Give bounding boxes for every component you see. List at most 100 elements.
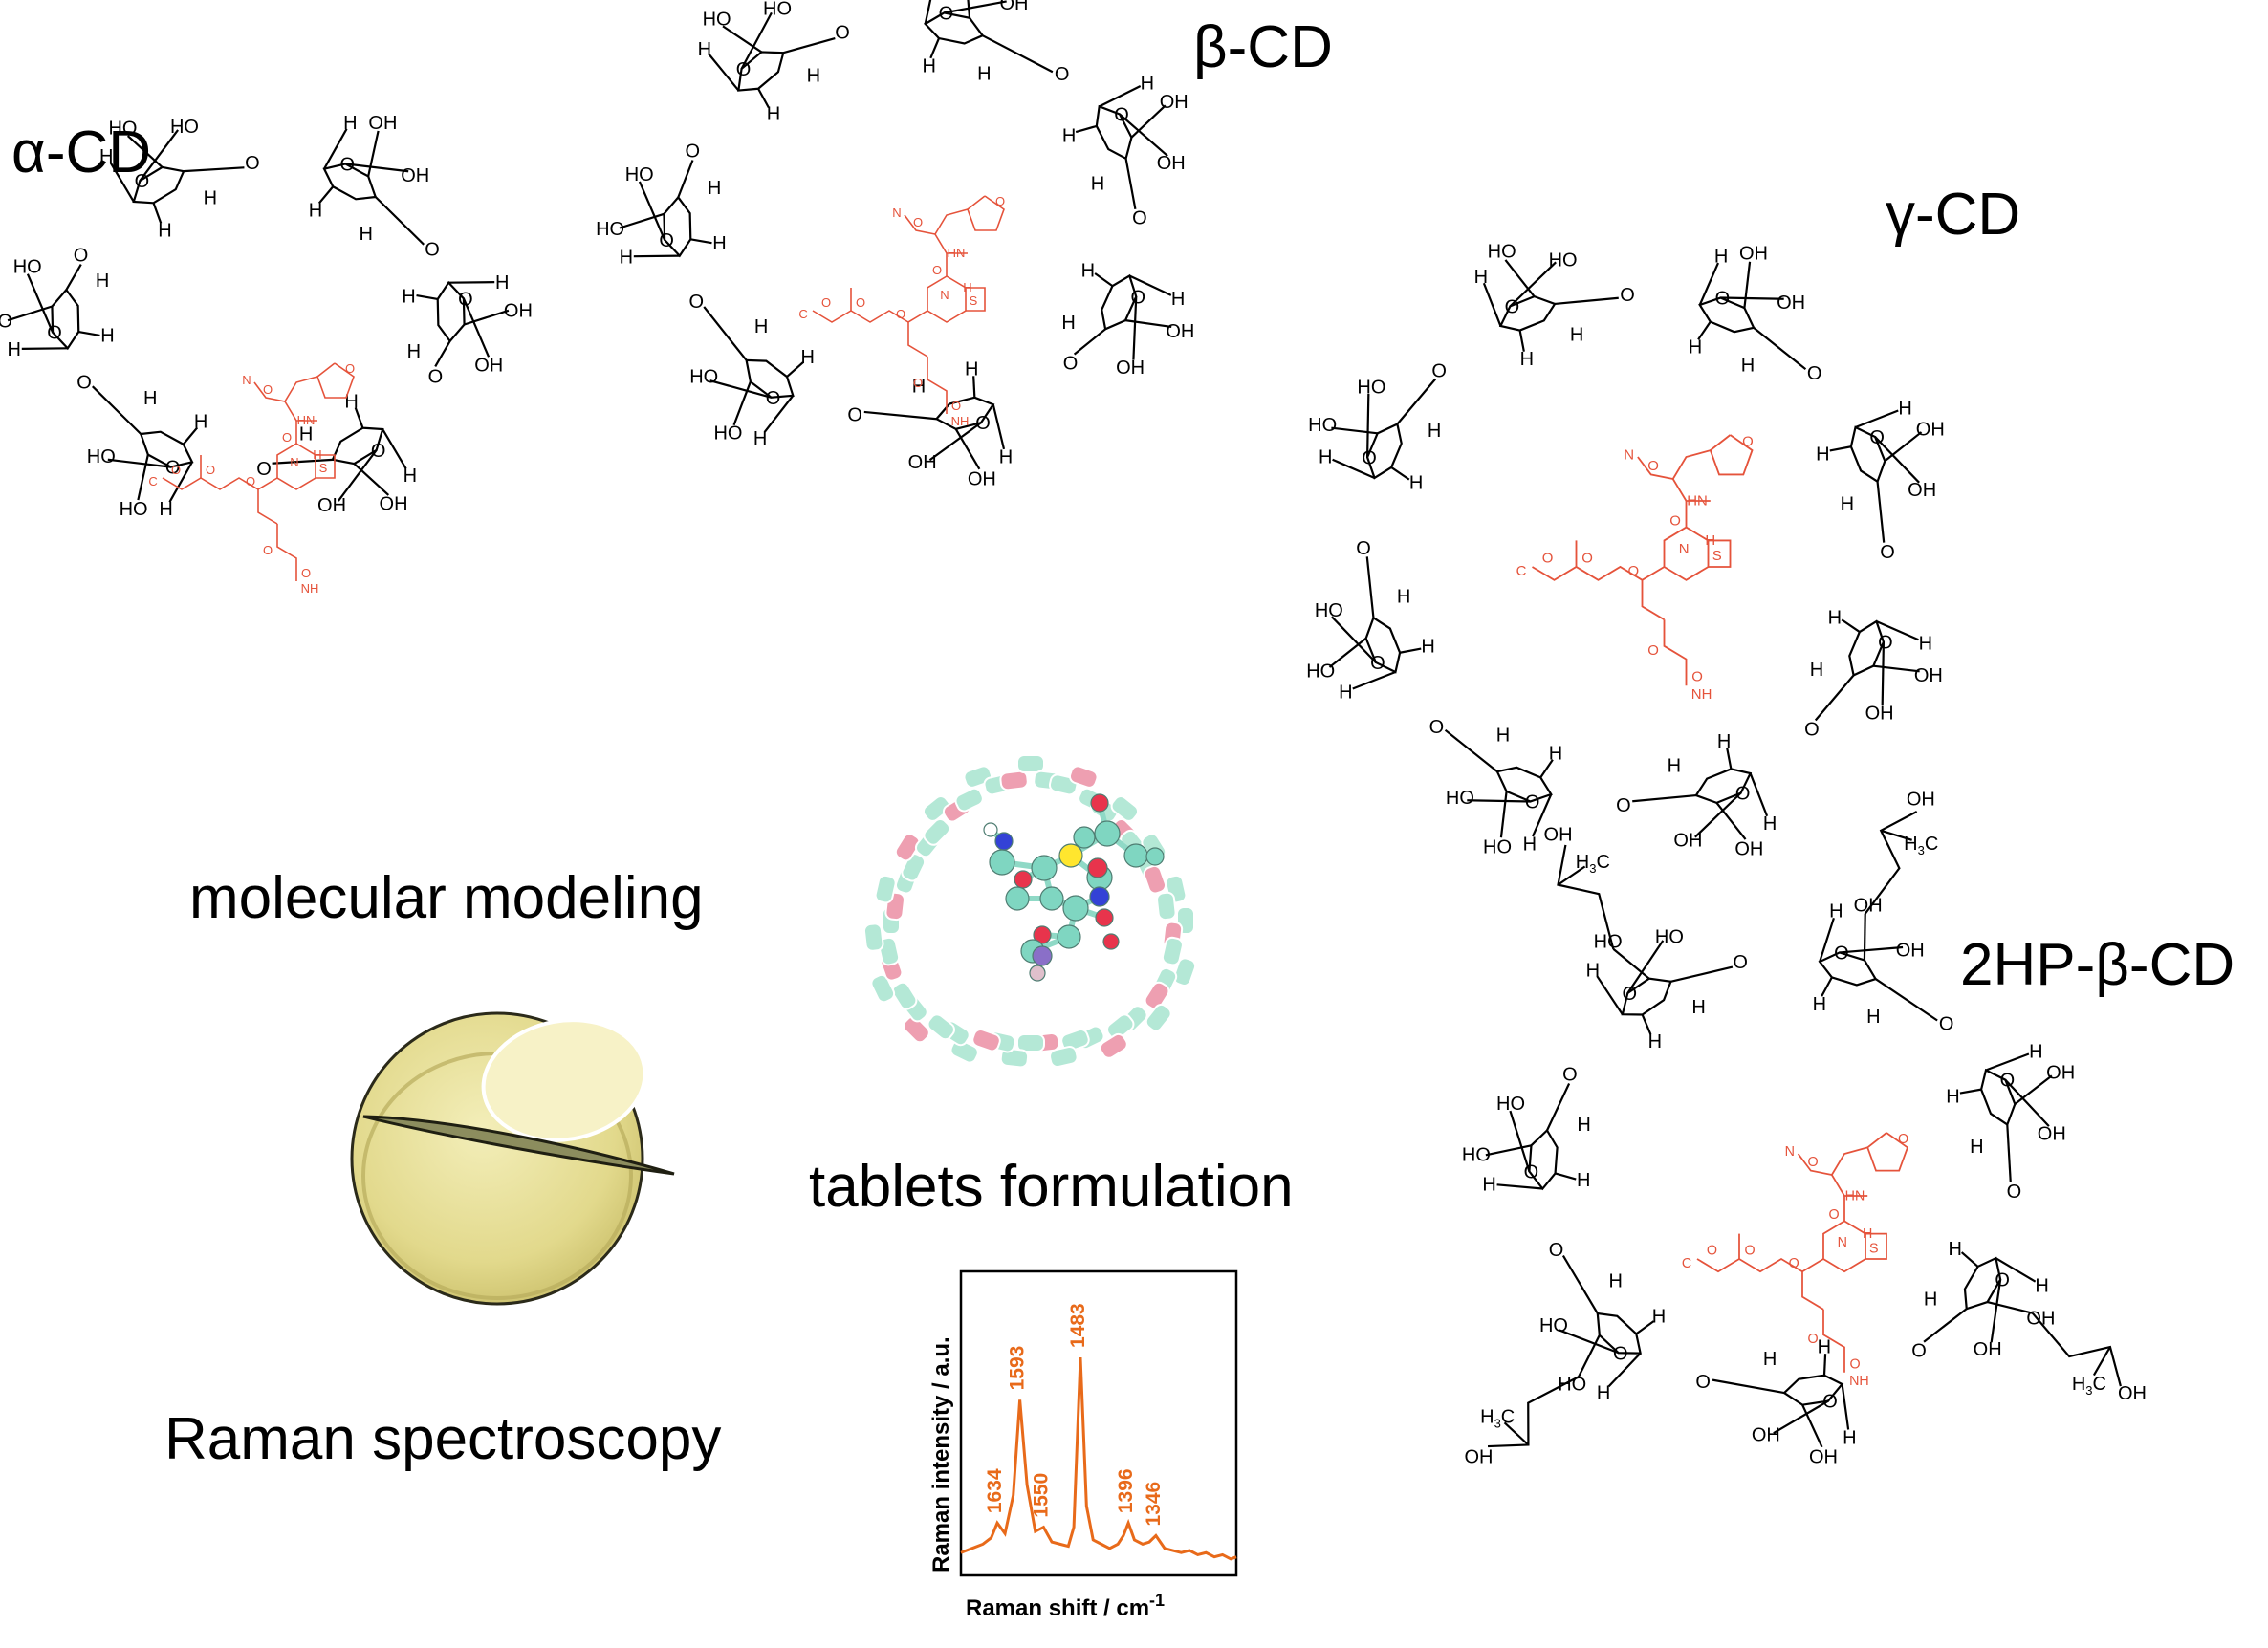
glycosidic-bond — [272, 458, 333, 465]
glycosidic-bond — [1712, 1378, 1785, 1395]
hydrogen-atom: H — [1171, 289, 1185, 310]
cyclodextrin-model-segment — [903, 1015, 930, 1044]
raman-spectrum-chart: Raman shift / cm-1 Raman intensity / a.u… — [928, 1269, 1238, 1621]
hydrogen-atom: H — [1577, 1115, 1590, 1136]
hydrogen-atom: H — [1841, 494, 1854, 515]
glycosidic-bond — [1124, 158, 1137, 209]
methyl-group: H3C — [2072, 1374, 2106, 1398]
drug-atom-label: H — [963, 280, 971, 294]
substituent-bond — [353, 463, 390, 496]
hydrogen-atom: H — [1428, 421, 1441, 442]
beta-cd-label: β-CD — [1193, 14, 1333, 80]
hydroxyl-group: OH — [1752, 1424, 1780, 1445]
drug-atom-label: N — [940, 288, 949, 302]
hydrogen-bond-stick — [168, 461, 193, 503]
substituent-bond — [7, 305, 53, 322]
drug-atom-label: N — [1838, 1235, 1847, 1250]
glycosidic-oxygen-atom: O — [688, 292, 704, 313]
hydrogen-atom: H — [1081, 261, 1095, 282]
hydroxyl-group: OH — [2046, 1063, 2075, 1084]
hydrogen-bond-stick — [1075, 124, 1098, 134]
x-axis-label: Raman shift / cm-1 — [966, 1591, 1165, 1621]
hydroxyl-group: HO — [1357, 378, 1385, 399]
hydrogen-bond-stick — [1607, 1352, 1642, 1388]
hydrogen-bond-stick — [1332, 458, 1375, 479]
hydrogen-bond-stick — [21, 347, 68, 350]
substituent-bond — [107, 458, 171, 468]
glycosidic-bond — [184, 166, 245, 173]
methyl-group: H3C — [1904, 834, 1938, 857]
drug-bond — [1797, 1153, 1832, 1176]
hydrogen-atom: H — [1339, 682, 1352, 703]
molecular-model-render — [862, 753, 1197, 1069]
hydroxyl-group: HO — [13, 257, 42, 278]
hydrogen-bond-stick — [1532, 793, 1553, 837]
hydrogen-bond-stick — [1539, 759, 1554, 779]
drug-bond — [812, 310, 909, 323]
model-atom — [1102, 933, 1120, 950]
hydrogen-bond-stick — [1749, 772, 1769, 817]
hydrogen-bond-stick — [690, 238, 712, 245]
hydrogen-atom: H — [1717, 731, 1731, 752]
ring-oxygen-atom: O — [135, 171, 150, 192]
drug-atom-label: O — [913, 215, 923, 229]
hydrogen-atom: H — [1609, 1271, 1623, 1292]
hydrogen-bond-stick — [1094, 272, 1114, 288]
hydrogen-atom: H — [194, 411, 207, 432]
hydrogen-atom: H — [343, 113, 357, 134]
substituent-bond — [126, 135, 164, 168]
hydrogen-atom: H — [1816, 444, 1829, 465]
hydrogen-bond-stick — [323, 128, 348, 170]
tablet-illustration — [350, 1011, 675, 1306]
glycosidic-oxygen-atom: O — [1616, 795, 1631, 816]
glycosidic-oxygen-atom: O — [428, 366, 444, 387]
hydrogen-atom: H — [1949, 1239, 1962, 1260]
hydroxyl-group: OH — [1000, 0, 1029, 14]
drug-atom-label: S — [970, 293, 978, 308]
drug-atom-label: HN — [297, 413, 316, 427]
hydrogen-atom: H — [1597, 1382, 1610, 1403]
hydrogen-atom: H — [1549, 743, 1562, 764]
gamma-cd-label: γ-CD — [1886, 182, 2020, 248]
glycosidic-bond — [1561, 1255, 1599, 1314]
peak-label: 1593 — [1007, 1346, 1029, 1391]
drug-atom-label: O — [1789, 1256, 1799, 1271]
cyclodextrin-model-segment — [923, 818, 951, 846]
hydrogen-atom: H — [1689, 337, 1702, 358]
hydrogen-atom: H — [99, 146, 113, 167]
hydrogen-bond-stick — [317, 185, 335, 205]
hydrogen-bond-stick — [1855, 409, 1899, 429]
drug-atom-label: O — [896, 307, 905, 321]
cyclodextrin-model-segment — [891, 981, 918, 1010]
drug-atom-label: NH — [951, 414, 970, 428]
hydroxyl-group: OH — [1907, 790, 1935, 811]
drug-bond — [1696, 1257, 1803, 1273]
ring-oxygen-atom: O — [736, 59, 752, 80]
drug-atom-label: N — [1785, 1144, 1795, 1160]
model-atom — [1032, 945, 1053, 966]
drug-atom-label: C — [148, 474, 157, 488]
hydrogen-atom: H — [1474, 267, 1488, 288]
glycosidic-bond — [677, 160, 694, 198]
hydroxyl-group: OH — [968, 468, 996, 489]
hydrogen-bond-stick — [182, 426, 199, 445]
hydrogen-atom: H — [1741, 355, 1755, 376]
drug-atom-label: NH — [1849, 1374, 1869, 1389]
hydrogen-atom: H — [1482, 1175, 1495, 1196]
glucose-unit — [923, 11, 985, 45]
hydroxyl-group: HO — [763, 0, 792, 19]
raman-spectroscopy-label: Raman spectroscopy — [164, 1406, 721, 1472]
hydroxyl-group: OH — [401, 165, 429, 186]
ring-oxygen-atom: O — [1370, 653, 1385, 674]
hydrogen-atom: H — [1866, 1007, 1880, 1028]
glycosidic-bond — [1555, 296, 1619, 306]
hydrogen-bond-stick — [416, 293, 438, 301]
model-atom — [989, 849, 1015, 876]
hydrogen-bond-stick — [1985, 1052, 2030, 1072]
drug-bond — [1822, 1309, 1845, 1373]
glycosidic-oxygen-atom: O — [1804, 720, 1820, 741]
drug-atom-label: O — [1627, 563, 1639, 579]
glycosidic-bond — [1875, 978, 1938, 1022]
hydroxyl-group: OH — [1865, 703, 1894, 724]
